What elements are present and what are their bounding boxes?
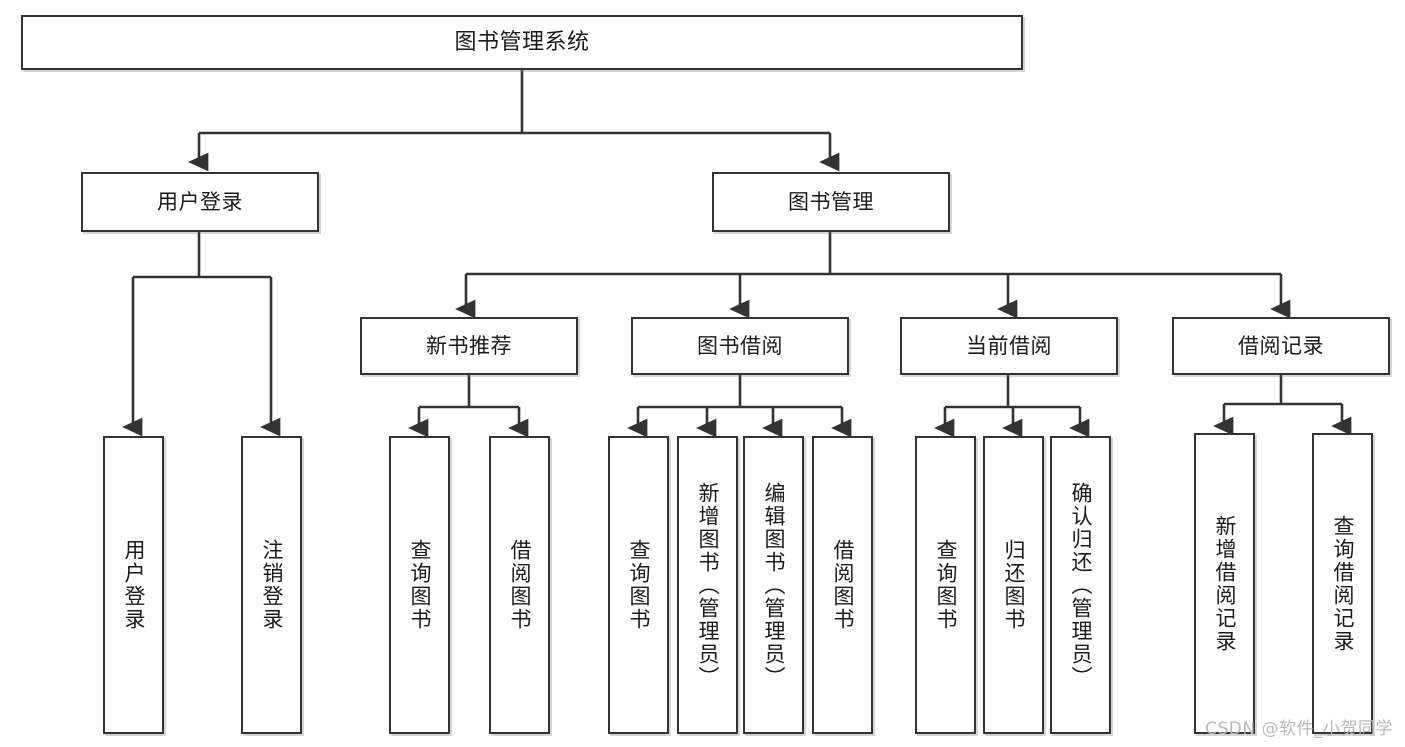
node-leaf-borrow-book-1[interactable]: 借阅图书	[489, 436, 550, 734]
node-leaf-query-book-2-label: 查询图书	[627, 539, 651, 631]
node-leaf-return-book-label: 归还图书	[1002, 539, 1026, 631]
node-leaf-logout[interactable]: 注销登录	[241, 436, 302, 734]
node-leaf-add-book[interactable]: 新增图书（管理员）	[677, 436, 738, 734]
node-leaf-query-book-1-label: 查询图书	[408, 539, 432, 631]
node-book-borrow-label: 图书借阅	[697, 333, 783, 358]
node-leaf-return-book[interactable]: 归还图书	[983, 436, 1044, 734]
node-root[interactable]: 图书管理系统	[21, 15, 1023, 70]
node-leaf-user-login[interactable]: 用户登录	[103, 436, 164, 734]
node-leaf-add-record[interactable]: 新增借阅记录	[1194, 433, 1255, 734]
node-leaf-user-login-label: 用户登录	[122, 539, 146, 631]
node-leaf-borrow-book-2-label: 借阅图书	[831, 539, 855, 631]
node-book-manage-label: 图书管理	[788, 189, 874, 214]
node-new-book-rec-label: 新书推荐	[426, 333, 512, 358]
node-leaf-query-book-2[interactable]: 查询图书	[608, 436, 669, 734]
node-leaf-confirm-return-label: 确认归还（管理员）	[1069, 481, 1093, 689]
node-leaf-query-record[interactable]: 查询借阅记录	[1312, 433, 1373, 734]
node-leaf-query-book-1[interactable]: 查询图书	[389, 436, 450, 734]
node-leaf-query-book-3-label: 查询图书	[934, 539, 958, 631]
node-leaf-borrow-book-1-label: 借阅图书	[508, 539, 532, 631]
node-leaf-query-record-label: 查询借阅记录	[1331, 514, 1355, 653]
node-book-borrow[interactable]: 图书借阅	[631, 317, 849, 375]
node-borrow-record-label: 借阅记录	[1238, 333, 1324, 358]
node-user-login-label: 用户登录	[157, 189, 243, 214]
node-current-borrow[interactable]: 当前借阅	[900, 317, 1118, 375]
node-leaf-add-book-label: 新增图书（管理员）	[696, 481, 720, 689]
node-root-label: 图书管理系统	[454, 29, 590, 55]
node-user-login[interactable]: 用户登录	[81, 172, 319, 232]
node-leaf-edit-book[interactable]: 编辑图书（管理员）	[743, 436, 804, 734]
node-leaf-add-record-label: 新增借阅记录	[1213, 514, 1237, 653]
node-book-manage[interactable]: 图书管理	[712, 172, 950, 232]
node-leaf-edit-book-label: 编辑图书（管理员）	[762, 481, 786, 689]
node-leaf-query-book-3[interactable]: 查询图书	[915, 436, 976, 734]
node-leaf-borrow-book-2[interactable]: 借阅图书	[812, 436, 873, 734]
node-new-book-rec[interactable]: 新书推荐	[360, 317, 578, 375]
node-leaf-logout-label: 注销登录	[260, 539, 284, 631]
node-current-borrow-label: 当前借阅	[966, 333, 1052, 358]
node-borrow-record[interactable]: 借阅记录	[1172, 317, 1390, 375]
node-leaf-confirm-return[interactable]: 确认归还（管理员）	[1050, 436, 1111, 734]
